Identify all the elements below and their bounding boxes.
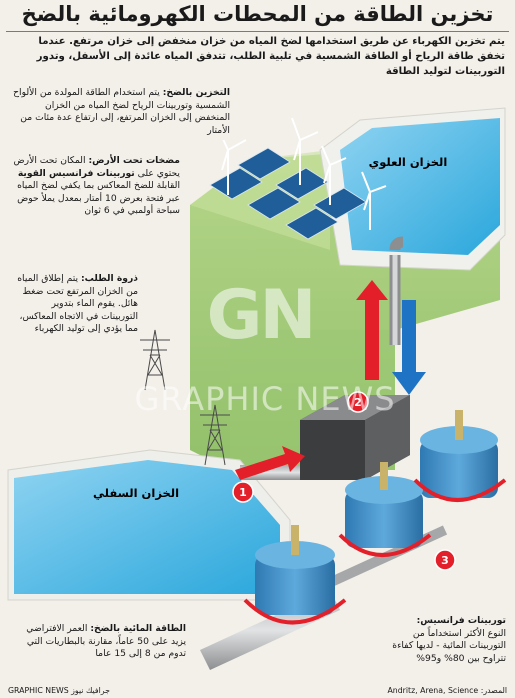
- lower-reservoir-label: الخزان السفلي: [93, 486, 179, 500]
- panel-peak: ذروة الطلب: يتم إطلاق المياه من الخزان ا…: [8, 270, 142, 339]
- step-badge-2: 2: [347, 391, 369, 413]
- panel-underground: مضخات تحت الأرض: المكان تحت الأرض يحتوي …: [8, 152, 184, 221]
- step-2-label: 2: [354, 396, 362, 409]
- solar-panels: [209, 147, 367, 240]
- panel-lifespan: الطاقة المائية بالضخ: العمر الافتراضي يز…: [8, 620, 190, 664]
- source-note: المصدر: Andritz, Arena, Science: [387, 686, 507, 695]
- panel-francis: توربينات فرانسيس: النوع الأكثر استخداماً…: [374, 612, 510, 668]
- step-badge-3: 3: [434, 549, 456, 571]
- panel-peak-heading: ذروة الطلب:: [80, 273, 138, 284]
- panel-underground-body1: المكان تحت الأرض يحتوي على: [13, 155, 180, 179]
- lower-reservoir: [7, 449, 291, 601]
- upper-reservoir: [319, 107, 506, 271]
- panel-francis-heading: توربينات فرانسيس:: [416, 615, 506, 626]
- watermark-logo: GN: [206, 276, 317, 355]
- panel-peak-body: يتم إطلاق المياه من الخزان المرتفع تحت ض…: [17, 273, 138, 334]
- panel-storage-heading: التخزين بالضخ:: [162, 87, 230, 98]
- credit-note: جرافيك نيوز GRAPHIC NEWS: [8, 686, 110, 695]
- upper-reservoir-label: الخزان العلوي: [369, 155, 448, 170]
- panel-storage: التخزين بالضخ: يتم استخدام الطاقة المولد…: [8, 84, 234, 140]
- title-divider: [6, 31, 509, 32]
- electricity-pylons: [140, 329, 230, 466]
- panel-storage-body: يتم استخدام الطاقة المولدة من الألواح ال…: [13, 87, 230, 136]
- powerhouse: [300, 395, 410, 480]
- step-badge-1: 1: [232, 481, 254, 503]
- panel-underground-body2: القابلة للضخ المعاكس بما يكفي لضخ المياه…: [17, 180, 180, 216]
- panel-underground-bold: توربينات فرانسيس القوية: [17, 167, 135, 179]
- step-1-label: 1: [239, 486, 247, 499]
- intro-text: يتم تخزين الكهرباء عن طريق استخدامها لضخ…: [36, 36, 505, 77]
- panel-lifespan-heading: الطاقة المائية بالضخ:: [90, 623, 186, 634]
- wind-turbines: [217, 117, 387, 230]
- watermark-text: GRAPHIC NEWS: [134, 380, 396, 418]
- panel-francis-body: النوع الأكثر استخداماً من التوربينات الم…: [392, 627, 506, 664]
- flow-arrows: [235, 280, 426, 480]
- panel-underground-heading: مضخات تحت الأرض:: [88, 155, 180, 166]
- page-title: تخزين الطاقة من المحطات الكهرومائية بالض…: [21, 2, 494, 26]
- francis-turbines: [243, 410, 507, 625]
- step-3-label: 3: [441, 554, 449, 567]
- panel-lifespan-body: العمر الافتراضي يزيد على 50 عاماً، مقارن…: [26, 623, 186, 659]
